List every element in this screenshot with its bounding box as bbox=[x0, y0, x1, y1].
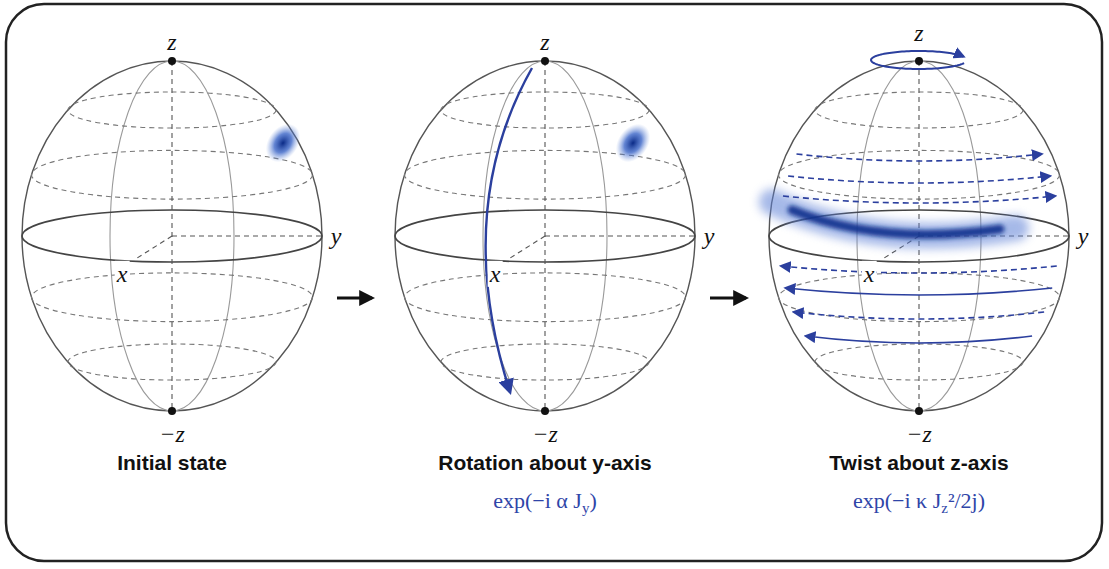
rotation-arrow bbox=[486, 68, 532, 392]
axis-label: x bbox=[115, 261, 130, 287]
axis-label: x bbox=[488, 261, 503, 287]
step-arrow bbox=[710, 297, 746, 300]
operator-formula: exp(−i κ Jz²/2j) bbox=[853, 489, 985, 517]
axis-label: z bbox=[165, 29, 178, 55]
sphere-outline bbox=[769, 61, 1069, 411]
squeezed-state-core bbox=[792, 210, 1000, 234]
axis-label: y bbox=[1076, 223, 1091, 249]
twist-flow-arrow bbox=[783, 196, 1055, 203]
axis-label: z bbox=[538, 29, 551, 55]
twist-flow-arrow bbox=[788, 176, 1050, 183]
pole-dot bbox=[915, 57, 923, 65]
step-caption: Initial state bbox=[117, 451, 227, 474]
bloch-sphere bbox=[769, 57, 1069, 415]
meridian bbox=[483, 61, 607, 411]
axis-label: z bbox=[912, 20, 925, 46]
x-axis bbox=[507, 236, 545, 260]
axis-label: y bbox=[702, 223, 717, 249]
squeezed-state bbox=[772, 202, 1016, 236]
y-axis bbox=[172, 235, 322, 236]
step-caption: Twist about z-axis bbox=[829, 451, 1008, 474]
bloch-sphere bbox=[395, 57, 695, 415]
pole-dot bbox=[541, 407, 549, 415]
pole-dot bbox=[168, 407, 176, 415]
sphere-outline bbox=[395, 61, 695, 411]
axis-label: y bbox=[329, 223, 344, 249]
state-blob bbox=[609, 117, 658, 169]
axis-label: −z bbox=[530, 421, 560, 447]
axis-label: x bbox=[862, 261, 877, 287]
axis-label: −z bbox=[904, 421, 934, 447]
pole-dot bbox=[541, 57, 549, 65]
twist-arrow bbox=[871, 51, 964, 69]
pole-dot bbox=[168, 57, 176, 65]
step-arrow bbox=[337, 297, 372, 300]
twist-flow-arrow bbox=[781, 266, 1057, 273]
pole-dot bbox=[915, 407, 923, 415]
bloch-sphere bbox=[22, 57, 322, 415]
step-caption: Rotation about y-axis bbox=[438, 451, 652, 474]
panel-frame bbox=[6, 4, 1102, 561]
twist-flow-arrow bbox=[786, 288, 1052, 295]
twist-flow-arrow bbox=[806, 336, 1032, 343]
state-blob bbox=[259, 117, 308, 169]
x-axis bbox=[134, 236, 172, 260]
operator-formula: exp(−i α Jy) bbox=[493, 489, 597, 517]
twist-flow-arrow bbox=[794, 312, 1044, 319]
meridian bbox=[110, 61, 234, 411]
sphere-outline bbox=[22, 61, 322, 411]
axis-label: −z bbox=[157, 421, 187, 447]
twist-flow-arrow bbox=[796, 154, 1041, 161]
y-axis bbox=[545, 235, 695, 236]
